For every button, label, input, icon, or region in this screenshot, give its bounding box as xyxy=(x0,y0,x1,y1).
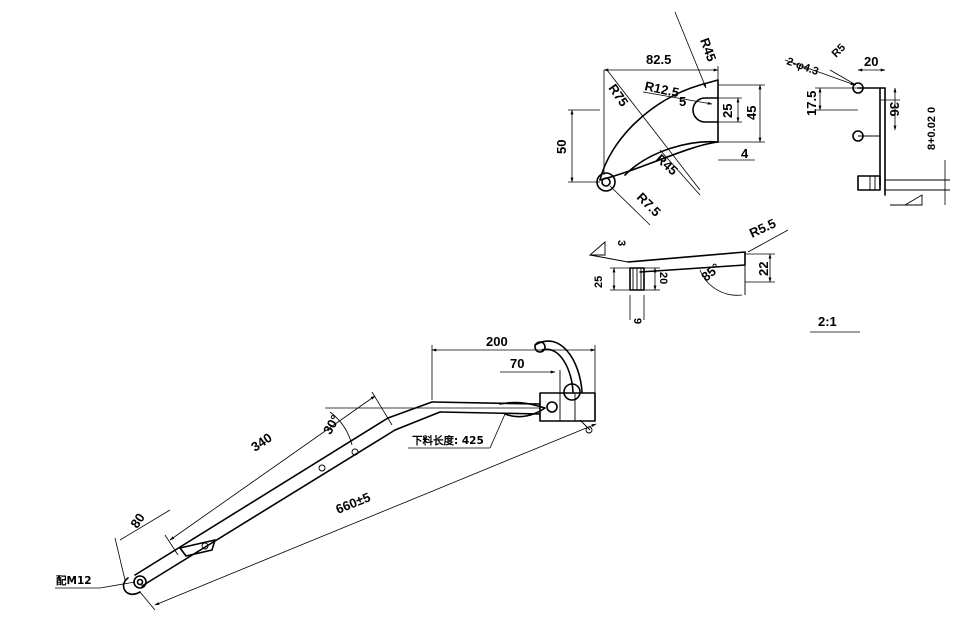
m12-leader xyxy=(99,581,136,589)
detail-bracket-plate xyxy=(568,11,765,226)
label-r5-5: R5.5 xyxy=(747,216,778,241)
label-3: 3 xyxy=(615,240,627,246)
detail-arm-end xyxy=(588,229,789,320)
arm-hole xyxy=(318,464,326,472)
label-20-top: 20 xyxy=(864,54,878,69)
label-m12: 配M12 xyxy=(56,575,92,587)
arm-straight-lower xyxy=(439,411,541,415)
bracket-slot xyxy=(692,97,719,123)
leader-r45-mid xyxy=(659,149,701,196)
dim-340-line xyxy=(169,395,376,541)
bracket-outline xyxy=(599,79,719,181)
leader-r12-5 xyxy=(642,91,713,105)
weld-symbol xyxy=(903,194,923,206)
label-r7-5: R7.5 xyxy=(634,190,664,220)
leader-r45 xyxy=(674,11,707,89)
threaded-stud xyxy=(857,175,881,191)
label-50: 50 xyxy=(554,140,569,154)
angle-arc-85 xyxy=(699,269,743,296)
hook-eye xyxy=(534,341,546,353)
head-hole xyxy=(546,401,558,413)
label-340: 340 xyxy=(248,430,274,455)
label-70: 70 xyxy=(510,356,524,371)
label-4: 4 xyxy=(741,146,749,161)
label-hole-spec: 2-φ4.3 xyxy=(785,56,820,79)
weld-leader xyxy=(589,254,629,263)
label-200: 200 xyxy=(486,334,508,349)
arm-taper xyxy=(499,401,546,418)
ext-line xyxy=(139,591,156,611)
head-block xyxy=(539,392,596,422)
label-30: 30° xyxy=(320,412,343,437)
detail-side-view xyxy=(784,59,950,206)
label-80: 80 xyxy=(127,510,148,530)
main-assembly xyxy=(55,340,597,611)
label-17-5: 17.5 xyxy=(804,91,819,116)
label-r75: R75 xyxy=(606,81,632,109)
label-tolerance: 8+0.02 0 xyxy=(926,107,938,150)
label-82-5: 82.5 xyxy=(646,52,671,67)
label-r12-5: R12.5 xyxy=(643,78,680,100)
ext-line xyxy=(371,391,393,426)
label-22: 22 xyxy=(756,262,771,276)
label-r5: R5 xyxy=(830,42,848,60)
label-r45-top: R45 xyxy=(697,36,719,64)
label-660: 660±5 xyxy=(334,489,373,516)
label-45: 45 xyxy=(744,106,759,120)
foot-pivot xyxy=(133,575,147,589)
ext-line xyxy=(114,537,126,581)
arm-bend-upper xyxy=(387,401,433,419)
leader-r5-5 xyxy=(747,229,789,253)
foot-curve xyxy=(122,577,141,595)
label-36: 36 xyxy=(887,102,902,116)
dim-80-line xyxy=(119,509,171,541)
label-scale: 2:1 xyxy=(818,314,837,329)
pivot-hole xyxy=(601,177,611,187)
label-cut-length: 下料长度: 425 xyxy=(412,434,484,447)
leader-r5 xyxy=(829,69,857,86)
label-25-b: 25 xyxy=(593,276,605,288)
label-r45-mid: R45 xyxy=(653,151,681,178)
arm-bend-lower xyxy=(394,411,441,431)
label-85: 85° xyxy=(698,260,723,284)
leader-r75 xyxy=(606,69,701,191)
foot-clamp xyxy=(179,539,216,557)
label-9: 9 xyxy=(631,318,643,324)
weld-symbol-mid xyxy=(588,241,606,256)
arm-strip xyxy=(627,251,746,273)
foot-pivot-hole xyxy=(136,578,144,586)
label-5: 5 xyxy=(679,94,686,109)
dim-660-line xyxy=(154,423,597,606)
cut-length-leader xyxy=(489,413,506,449)
arm-straight-upper xyxy=(431,401,541,405)
label-25-a: 25 xyxy=(720,104,735,118)
leader-holes xyxy=(784,59,856,86)
label-20-side: 20 xyxy=(657,272,669,284)
leader-r7-5 xyxy=(609,185,651,226)
